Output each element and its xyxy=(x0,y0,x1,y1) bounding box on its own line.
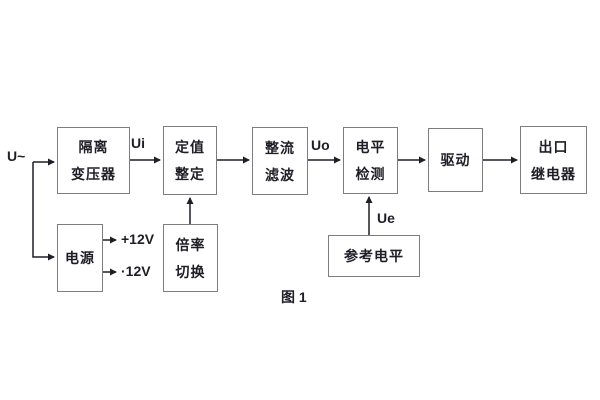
block-label-line: 变压器 xyxy=(71,166,116,182)
block-reference-level: 参考电平 xyxy=(328,235,420,277)
block-label-line: 继电器 xyxy=(531,165,576,182)
block-label-line: 驱动 xyxy=(440,152,471,168)
block-label-line: 电源 xyxy=(65,250,95,266)
block-setpoint-setting: 定值 整定 xyxy=(163,126,217,195)
block-label-line: 切换 xyxy=(175,263,206,280)
block-power-supply: 电源 xyxy=(57,224,103,292)
block-label-line: 整流 xyxy=(265,139,295,156)
block-rectifier-filter: 整流 滤波 xyxy=(252,127,308,195)
connector-input-to-power xyxy=(32,162,55,261)
block-label-line: 参考电平 xyxy=(344,248,404,264)
block-label-line: 整定 xyxy=(175,166,205,182)
label-ue: Ue xyxy=(377,210,395,226)
block-label-line: 定值 xyxy=(175,139,205,155)
label-plus-12v: +12V xyxy=(121,231,155,247)
block-driver: 驱动 xyxy=(428,128,483,192)
block-label-line: 倍率 xyxy=(175,236,206,253)
label-input-voltage: U~ xyxy=(7,148,26,164)
block-output-relay: 出口 继电器 xyxy=(520,126,587,194)
block-label-line: 隔离 xyxy=(78,139,109,155)
label-uo: Uo xyxy=(311,137,330,153)
block-label-line: 电平 xyxy=(355,139,386,155)
block-isolation-transformer: 隔离 变压器 xyxy=(57,127,130,194)
block-label-line: 滤波 xyxy=(265,166,295,183)
label-minus-12v: ·12V xyxy=(121,263,151,279)
figure-caption: 图 1 xyxy=(281,289,307,305)
label-ui: Ui xyxy=(131,135,145,151)
block-label-line: 出口 xyxy=(538,138,569,155)
block-label-line: 检测 xyxy=(355,166,386,182)
block-ratio-switch: 倍率 切换 xyxy=(163,224,218,292)
block-level-detection: 电平 检测 xyxy=(343,127,398,194)
